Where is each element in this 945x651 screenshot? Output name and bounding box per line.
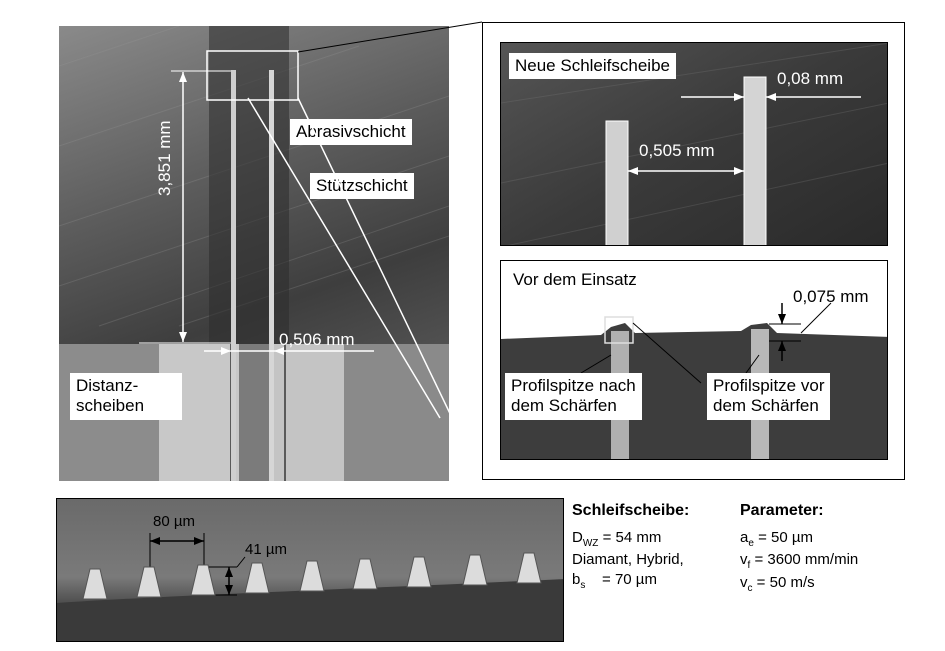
ae-symbol: a bbox=[740, 528, 749, 546]
grinding-tooth bbox=[190, 564, 216, 596]
d-value: = 54 mm bbox=[602, 528, 662, 546]
label-support-layer: Stützschicht bbox=[310, 173, 414, 200]
dim-width-label: 0,506 mm bbox=[279, 330, 355, 349]
label-tip-after-line2: dem Schärfen bbox=[511, 396, 617, 416]
label-spacer-line1: Distanz- bbox=[76, 376, 139, 395]
wheel-width-row: bs = 70 µm bbox=[572, 570, 689, 593]
dim-height-label: 3,851 mm bbox=[155, 120, 174, 196]
dim-layer-thickness: 0,08 mm bbox=[777, 69, 844, 88]
ae-value: = 50 µm bbox=[758, 528, 813, 546]
label-tip-before-sharpening: Profilspitze vor dem Schärfen bbox=[707, 373, 831, 420]
grinding-tooth bbox=[516, 552, 542, 584]
inset-new-wheel-title: Neue Schleifscheibe bbox=[509, 53, 676, 80]
label-tip-after-line1: Profilspitze nach bbox=[511, 376, 636, 395]
d-symbol: D bbox=[572, 528, 583, 546]
label-tip-before-line2: dem Schärfen bbox=[713, 396, 819, 416]
wheel-diameter-row: DWZ = 54 mm bbox=[572, 528, 689, 551]
bottom-micrograph-drawing bbox=[57, 533, 563, 641]
grinding-tooth bbox=[299, 560, 325, 592]
d-sub: WZ bbox=[582, 537, 599, 549]
inset-before-use: Vor dem Einsatz 0,075 mm Profilspitze na… bbox=[500, 260, 888, 460]
vf-value: = 3600 mm/min bbox=[754, 551, 859, 569]
label-spacer-discs: Distanz- scheiben bbox=[70, 373, 182, 420]
inset-new-wheel: Neue Schleifscheibe 0,08 mm 0,505 mm bbox=[500, 42, 888, 246]
grinding-tooth bbox=[82, 568, 108, 600]
inset-before-use-drawing bbox=[501, 302, 887, 459]
vc-row: vc = 50 m/s bbox=[740, 573, 858, 596]
parameter-info: Parameter: ae = 50 µm vf = 3600 mm/min v… bbox=[740, 500, 858, 595]
grinding-tooth bbox=[406, 556, 432, 588]
vc-symbol: v bbox=[740, 573, 748, 591]
vc-value: = 50 m/s bbox=[756, 573, 815, 591]
ae-sub: e bbox=[748, 537, 754, 549]
dim-wear-label: 0,075 mm bbox=[793, 287, 869, 306]
vf-row: vf = 3600 mm/min bbox=[740, 550, 858, 573]
grinding-tooth bbox=[244, 562, 270, 594]
inset-new-wheel-drawing bbox=[501, 43, 887, 245]
dim-tooth-height-label: 41 µm bbox=[245, 541, 287, 558]
vf-symbol: v bbox=[740, 551, 748, 569]
b-sub: s bbox=[580, 580, 586, 592]
label-abrasive-layer: Abrasivschicht bbox=[290, 119, 412, 146]
grinding-tooth bbox=[462, 554, 488, 586]
b-value: = 70 µm bbox=[602, 571, 657, 589]
dim-layer-gap: 0,505 mm bbox=[639, 141, 715, 160]
grinding-tooth bbox=[136, 566, 162, 598]
b-symbol: b bbox=[572, 571, 581, 589]
bottom-micrograph: 80 µm 41 µm bbox=[56, 498, 564, 642]
vf-sub: f bbox=[747, 560, 751, 572]
label-tip-before-line1: Profilspitze vor bbox=[713, 376, 825, 395]
inset-frame bbox=[482, 22, 905, 480]
parameter-heading: Parameter: bbox=[740, 502, 824, 519]
wheel-info: Schleifscheibe: DWZ = 54 mm Diamant, Hyb… bbox=[572, 500, 689, 593]
vc-sub: c bbox=[747, 582, 753, 594]
wheel-info-heading: Schleifscheibe: bbox=[572, 502, 690, 519]
ae-row: ae = 50 µm bbox=[740, 528, 858, 551]
label-spacer-line2: scheiben bbox=[76, 396, 145, 416]
grinding-tooth bbox=[352, 558, 378, 590]
inset-before-use-title: Vor dem Einsatz bbox=[507, 267, 643, 294]
dim-pitch-label: 80 µm bbox=[153, 513, 195, 530]
wheel-type-row: Diamant, Hybrid, bbox=[572, 551, 684, 569]
label-tip-after-sharpening: Profilspitze nach dem Schärfen bbox=[505, 373, 642, 420]
